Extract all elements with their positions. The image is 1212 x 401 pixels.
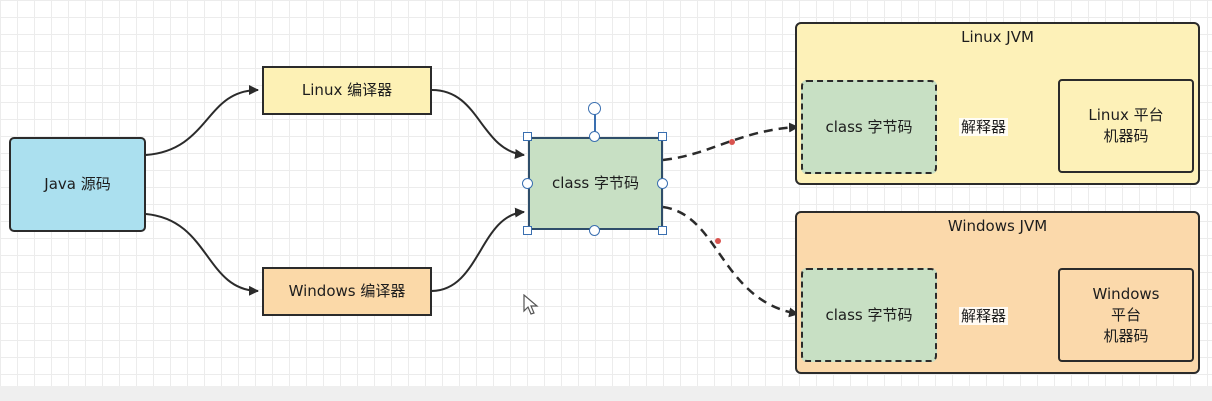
windows-machine-code-line3: 机器码 xyxy=(1103,326,1149,345)
class-bytecode-node[interactable]: class 字节码 xyxy=(528,137,663,230)
connection-point-left[interactable] xyxy=(522,178,533,189)
linux-jvm-bytecode-label: class 字节码 xyxy=(825,117,913,136)
windows-machine-code-node[interactable]: Windows 平台 机器码 xyxy=(1058,268,1194,362)
edge-linux-compiler-to-bytecode xyxy=(431,89,525,159)
mouse-pointer-icon xyxy=(523,294,539,315)
edge-java-to-linux-compiler xyxy=(145,85,259,156)
windows-compiler-node[interactable]: Windows 编译器 xyxy=(262,267,432,316)
windows-interpreter-label: 解释器 xyxy=(959,307,1009,325)
edge-waypoint-linux[interactable] xyxy=(729,139,735,145)
class-bytecode-label: class 字节码 xyxy=(551,174,639,192)
windows-jvm-bytecode-label: class 字节码 xyxy=(825,305,913,324)
edge-bytecode-to-linux-jvm xyxy=(662,122,799,162)
rotation-handle-stem xyxy=(594,114,596,136)
java-source-label: Java 源码 xyxy=(44,175,111,193)
windows-machine-code-line2: 平台 xyxy=(1110,305,1141,324)
connection-point-top[interactable] xyxy=(589,131,600,142)
rotation-handle[interactable] xyxy=(588,102,601,115)
linux-machine-code-node[interactable]: Linux 平台 机器码 xyxy=(1058,79,1194,173)
canvas-bottom-strip xyxy=(0,386,1212,401)
linux-machine-code-line1: Linux 平台 xyxy=(1088,106,1164,124)
windows-compiler-label: Windows 编译器 xyxy=(288,282,406,300)
edge-bytecode-to-windows-jvm xyxy=(662,205,799,318)
linux-jvm-title: Linux JVM xyxy=(961,28,1034,46)
windows-machine-code-line1: Windows xyxy=(1092,284,1160,303)
edge-java-to-windows-compiler xyxy=(145,213,259,296)
linux-compiler-label: Linux 编译器 xyxy=(301,81,393,99)
connection-point-bottom[interactable] xyxy=(589,225,600,236)
resize-handle-top-left[interactable] xyxy=(523,132,532,141)
edge-waypoint-windows[interactable] xyxy=(715,238,721,244)
windows-jvm-title: Windows JVM xyxy=(947,217,1048,235)
windows-jvm-bytecode-node[interactable]: class 字节码 xyxy=(801,268,937,362)
resize-handle-bottom-left[interactable] xyxy=(523,226,532,235)
linux-interpreter-label: 解释器 xyxy=(959,118,1009,136)
linux-machine-code-line2: 机器码 xyxy=(1103,127,1149,145)
linux-compiler-node[interactable]: Linux 编译器 xyxy=(262,66,432,115)
linux-jvm-bytecode-node[interactable]: class 字节码 xyxy=(801,80,937,174)
java-source-node[interactable]: Java 源码 xyxy=(9,137,146,232)
resize-handle-top-right[interactable] xyxy=(658,132,667,141)
connection-point-right[interactable] xyxy=(657,178,668,189)
resize-handle-bottom-right[interactable] xyxy=(658,226,667,235)
edge-windows-compiler-to-bytecode xyxy=(431,207,525,292)
